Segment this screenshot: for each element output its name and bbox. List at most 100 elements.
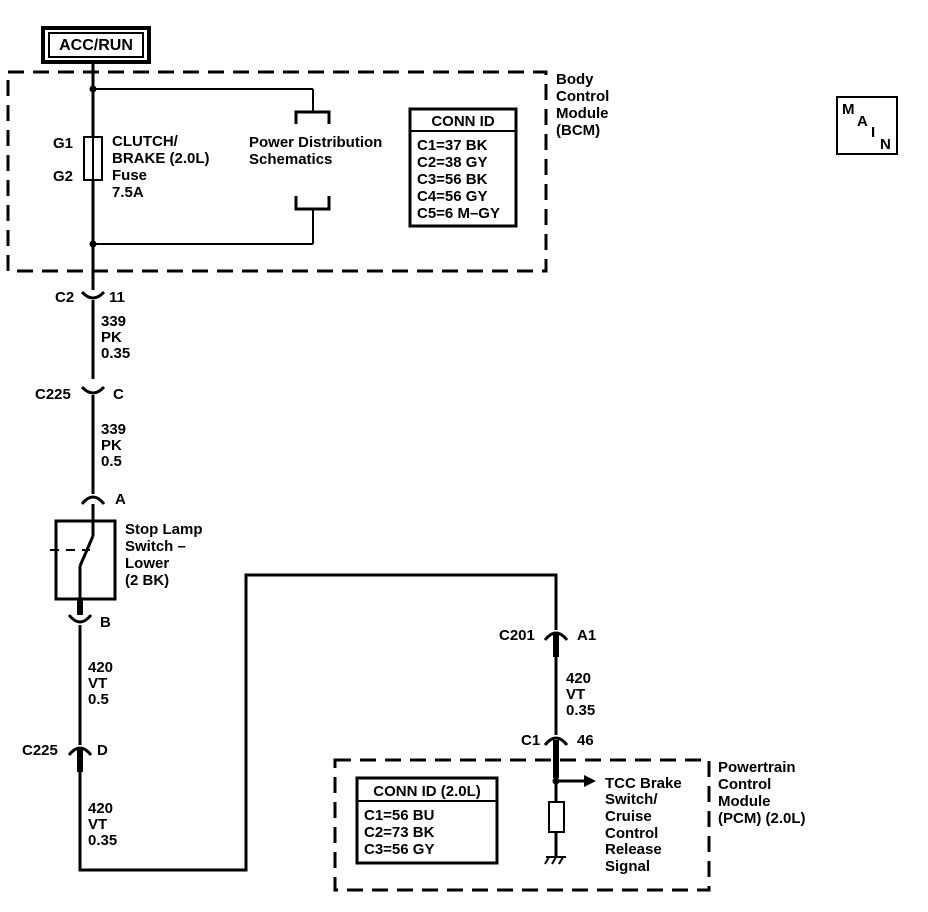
- connector-c225-c-pin: C: [113, 386, 124, 403]
- stop-lamp-switch-line: Stop Lamp: [125, 521, 203, 538]
- main-block-frame: [836, 96, 898, 155]
- wire-420-vt-035-loop: [78, 573, 558, 872]
- fuse-label-line: BRAKE (2.0L): [112, 150, 210, 167]
- wire-label-line: 339: [101, 421, 126, 438]
- fuse-label-line: Fuse: [112, 167, 147, 184]
- wire-label-line: PK: [101, 329, 122, 346]
- wire-label-line: VT: [88, 816, 107, 833]
- signal-arrow-icon: [584, 775, 596, 787]
- bcm-conn-id-row: C1=37 BK: [417, 137, 488, 154]
- pcm-name: Powertrain Control Module (PCM) (2.0L): [718, 759, 806, 827]
- connector-c201-id: C201: [499, 627, 535, 644]
- fuse-label: CLUTCH/ BRAKE (2.0L) Fuse 7.5A: [112, 133, 210, 201]
- fuse-terminal-g1: G1: [53, 135, 73, 152]
- bcm-conn-id-row: C5=6 M–GY: [417, 205, 500, 222]
- bcm-conn-id-title: CONN ID: [431, 113, 495, 130]
- pcm-signal-line: Cruise: [605, 808, 652, 825]
- stop-lamp-switch-line: Lower: [125, 555, 169, 572]
- pcm-name-line: (PCM) (2.0L): [718, 810, 806, 827]
- fuse-label-line: CLUTCH/: [112, 133, 179, 150]
- pcm-signal-line: Release: [605, 841, 662, 858]
- pcm-name-line: Module: [718, 793, 771, 810]
- bcm-boundary: [6, 70, 548, 273]
- stop-lamp-switch: [50, 519, 117, 601]
- connector-c2-pin: 11: [109, 289, 125, 306]
- bcm-conn-id-row: C3=56 BK: [417, 171, 488, 188]
- connector-c2-symbol: [80, 290, 106, 300]
- wire-420-vt-035-lower-label: 420 VT 0.35: [88, 800, 117, 849]
- power-distribution-label: Power Distribution Schematics: [249, 134, 382, 168]
- main-letter: N: [880, 136, 891, 153]
- connector-switch-b-pin: B: [100, 614, 111, 631]
- wire-339-pk-035-label: 339 PK 0.35: [101, 313, 130, 362]
- main-letter: M: [842, 101, 855, 118]
- wire-label-line: 0.35: [566, 702, 595, 719]
- wire-label-line: 0.5: [101, 453, 122, 470]
- main-letter: A: [857, 113, 868, 130]
- pcm-signal-line: Signal: [605, 858, 650, 875]
- wire-label-line: VT: [566, 686, 585, 703]
- connector-c225-d-id: C225: [22, 742, 58, 759]
- pcm-signal-line: Control: [605, 825, 658, 842]
- power-distribution-link-top: [294, 110, 331, 124]
- connector-switch-a-symbol: [80, 495, 106, 505]
- power-source-box: ACC/RUN: [41, 26, 151, 64]
- main-block: M A I N: [836, 96, 898, 155]
- pcm-pull-down-resistor: [548, 801, 565, 833]
- power-distribution-line: Power Distribution: [249, 134, 382, 151]
- fuse-label-line: 7.5A: [112, 184, 144, 201]
- power-source-label: ACC/RUN: [59, 37, 133, 54]
- wire-label-line: 420: [88, 800, 113, 817]
- wire-label-line: 0.35: [101, 345, 130, 362]
- connector-pcm-c1-symbol: [543, 736, 569, 746]
- pcm-conn-id-row: C3=56 GY: [364, 841, 434, 858]
- bcm-conn-id-row: C4=56 GY: [417, 188, 487, 205]
- pcm-name-line: Control: [718, 776, 771, 793]
- wire-420-vt-035-pcm-label: 420 VT 0.35: [566, 670, 595, 719]
- connector-c225-d-pin: D: [97, 742, 108, 759]
- connector-switch-a-pin: A: [115, 491, 126, 508]
- pcm-boundary: [333, 758, 711, 892]
- pcm-conn-id-table: CONN ID (2.0L) C1=56 BU C2=73 BK C3=56 G…: [355, 776, 499, 865]
- power-distribution-line: Schematics: [249, 151, 332, 168]
- pcm-signal-label: TCC Brake Switch/ Cruise Control Release…: [605, 775, 682, 875]
- wire-label-line: VT: [88, 675, 107, 692]
- connector-c201-pin: A1: [577, 627, 596, 644]
- fuse-terminal-g2: G2: [53, 168, 73, 185]
- pcm-conn-id-title: CONN ID (2.0L): [373, 783, 481, 800]
- connector-c225-c-symbol: [80, 385, 106, 395]
- bcm-conn-id-frame: [408, 107, 518, 228]
- bcm-name: Body Control Module (BCM): [556, 71, 609, 139]
- stop-lamp-switch-label: Stop Lamp Switch – Lower (2 BK): [125, 521, 203, 589]
- pcm-signal-line: TCC Brake: [605, 775, 682, 792]
- ground-icon: [544, 856, 566, 865]
- connector-switch-b-symbol: [67, 614, 93, 624]
- wire-label-line: 420: [88, 659, 113, 676]
- main-letter: I: [871, 124, 875, 141]
- pcm-name-line: Powertrain: [718, 759, 796, 776]
- stop-lamp-switch-line: Switch –: [125, 538, 186, 555]
- wire-label-line: 339: [101, 313, 126, 330]
- pcm-signal-line: Switch/: [605, 791, 658, 808]
- pcm-conn-id-frame: [355, 776, 499, 865]
- bcm-name-line: Control: [556, 88, 609, 105]
- bcm-name-line: (BCM): [556, 122, 600, 139]
- bcm-name-line: Body: [556, 71, 594, 88]
- wire-420-vt-05-label: 420 VT 0.5: [88, 659, 113, 708]
- connector-pcm-c1-id: C1: [521, 732, 540, 749]
- stop-lamp-switch-body: [54, 519, 117, 601]
- connector-c225-c-id: C225: [35, 386, 71, 403]
- connector-pcm-c1-pin: 46: [577, 732, 594, 749]
- bcm-conn-id-row: C2=38 GY: [417, 154, 487, 171]
- bcm-name-line: Module: [556, 105, 609, 122]
- wire-label-line: 0.35: [88, 832, 117, 849]
- wire-label-line: 0.5: [88, 691, 109, 708]
- connector-c2-id: C2: [55, 289, 74, 306]
- pcm-conn-id-row: C1=56 BU: [364, 807, 434, 824]
- power-distribution-link-bottom: [294, 196, 331, 211]
- wire-label-line: 420: [566, 670, 591, 687]
- connector-c201-symbol: [543, 631, 569, 641]
- wire-label-line: PK: [101, 437, 122, 454]
